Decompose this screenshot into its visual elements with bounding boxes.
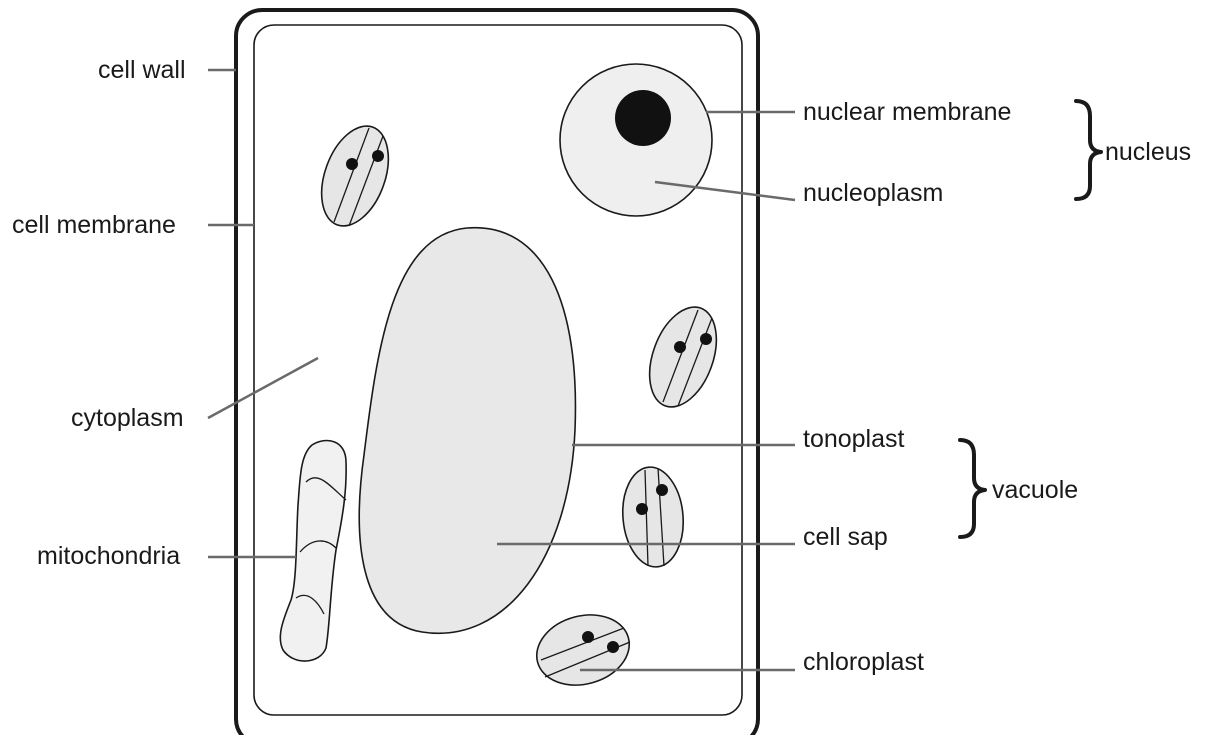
chloroplast-1 <box>309 117 401 235</box>
cytoplasm-leader <box>208 358 318 418</box>
label-vacuole: vacuole <box>992 476 1078 504</box>
mitochondrion <box>280 441 346 662</box>
chloroplast-3 <box>619 465 687 570</box>
label-cell-sap: cell sap <box>803 523 888 551</box>
label-nucleus: nucleus <box>1105 138 1191 166</box>
vacuole-brace <box>960 440 985 537</box>
label-tonoplast: tonoplast <box>803 425 905 453</box>
chloroplast-2 <box>637 298 729 416</box>
label-mitochondria: mitochondria <box>37 542 180 570</box>
vacuole-tonoplast <box>359 228 575 634</box>
nucleolus <box>615 90 671 146</box>
label-cell-membrane: cell membrane <box>12 211 176 239</box>
label-nuclear-membrane: nuclear membrane <box>803 98 1011 126</box>
label-cytoplasm: cytoplasm <box>71 404 184 432</box>
label-cell-wall: cell wall <box>98 56 186 84</box>
label-chloroplast: chloroplast <box>803 648 924 676</box>
chloroplast-4 <box>529 605 637 695</box>
label-nucleoplasm: nucleoplasm <box>803 179 943 207</box>
nucleus-brace <box>1076 101 1101 199</box>
